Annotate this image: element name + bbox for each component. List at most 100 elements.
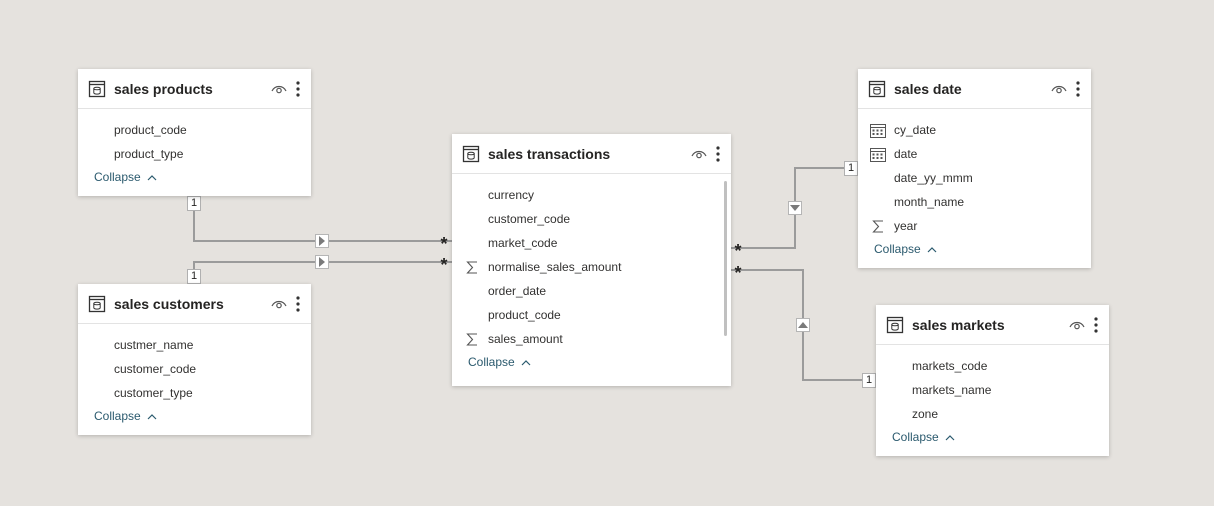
more-options-icon[interactable] bbox=[1089, 316, 1103, 334]
field-name: order_date bbox=[488, 284, 547, 298]
field-name: product_code bbox=[488, 308, 561, 322]
field-name: markets_code bbox=[912, 359, 988, 373]
visibility-eye-icon[interactable] bbox=[270, 295, 288, 313]
more-options-icon[interactable] bbox=[711, 145, 725, 163]
vertical-scrollbar[interactable] bbox=[724, 181, 727, 336]
field-row[interactable]: order_date bbox=[452, 279, 731, 303]
cardinality-one-label: 1 bbox=[862, 373, 876, 388]
collapse-button[interactable]: Collapse bbox=[94, 170, 157, 184]
filter-direction-arrow-right-icon[interactable] bbox=[315, 234, 329, 248]
table-icon bbox=[87, 294, 107, 314]
field-name: custmer_name bbox=[114, 338, 194, 352]
field-name: markets_name bbox=[912, 383, 992, 397]
more-options-icon[interactable] bbox=[291, 295, 305, 313]
more-options-icon[interactable] bbox=[1071, 80, 1085, 98]
table-title: sales markets bbox=[912, 316, 1005, 333]
field-name: date bbox=[894, 147, 918, 161]
field-row[interactable]: customer_type bbox=[78, 381, 311, 405]
cardinality-one-label: 1 bbox=[187, 196, 201, 211]
collapse-label: Collapse bbox=[892, 430, 939, 444]
field-name: customer_code bbox=[488, 212, 571, 226]
field-row[interactable]: markets_code bbox=[876, 354, 1109, 378]
table-title: sales date bbox=[894, 80, 962, 97]
table-icon bbox=[461, 144, 481, 164]
filter-direction-arrow-up-icon[interactable] bbox=[796, 318, 810, 332]
field-name: sales_amount bbox=[488, 332, 563, 346]
table-card-sales-customers[interactable]: sales customers custmer_name customer_code… bbox=[78, 284, 311, 435]
field-name: market_code bbox=[488, 236, 558, 250]
field-row[interactable]: date_yy_mmm bbox=[858, 166, 1091, 190]
more-options-icon[interactable] bbox=[291, 80, 305, 98]
collapse-label: Collapse bbox=[874, 242, 921, 256]
chevron-up-icon bbox=[144, 413, 157, 420]
field-name: currency bbox=[488, 188, 535, 202]
field-row[interactable]: product_code bbox=[78, 118, 311, 142]
chevron-up-icon bbox=[942, 434, 955, 441]
field-name: customer_type bbox=[114, 386, 193, 400]
field-list: custmer_name customer_code customer_type bbox=[78, 324, 311, 405]
cardinality-many-label: * bbox=[734, 264, 742, 276]
field-name: normalise_sales_amount bbox=[488, 260, 622, 274]
sigma-sum-icon bbox=[462, 332, 482, 346]
collapse-button[interactable]: Collapse bbox=[874, 242, 937, 256]
chevron-up-icon bbox=[144, 174, 157, 181]
collapse-label: Collapse bbox=[94, 170, 141, 184]
table-card-header[interactable]: sales transactions bbox=[452, 134, 731, 174]
field-row[interactable]: cy_date bbox=[858, 118, 1091, 142]
sigma-sum-icon bbox=[868, 219, 888, 233]
collapse-label: Collapse bbox=[468, 355, 515, 369]
visibility-eye-icon[interactable] bbox=[1068, 316, 1086, 334]
chevron-up-icon bbox=[518, 359, 531, 366]
field-row[interactable]: month_name bbox=[858, 190, 1091, 214]
table-icon bbox=[867, 79, 887, 99]
visibility-eye-icon[interactable] bbox=[690, 145, 708, 163]
field-row[interactable]: year bbox=[858, 214, 1091, 238]
table-icon bbox=[885, 315, 905, 335]
sigma-sum-icon bbox=[462, 260, 482, 274]
field-row[interactable]: markets_name bbox=[876, 378, 1109, 402]
field-row[interactable]: market_code bbox=[452, 231, 731, 255]
table-card-header[interactable]: sales markets bbox=[876, 305, 1109, 345]
collapse-button[interactable]: Collapse bbox=[892, 430, 955, 444]
field-name: cy_date bbox=[894, 123, 937, 137]
field-row[interactable]: date bbox=[858, 142, 1091, 166]
field-row[interactable]: customer_code bbox=[452, 207, 731, 231]
field-row[interactable]: sales_amount bbox=[452, 327, 731, 351]
table-card-header[interactable]: sales date bbox=[858, 69, 1091, 109]
field-name: customer_code bbox=[114, 362, 197, 376]
calendar-icon bbox=[868, 147, 888, 162]
visibility-eye-icon[interactable] bbox=[1050, 80, 1068, 98]
table-icon bbox=[87, 79, 107, 99]
field-name: product_code bbox=[114, 123, 187, 137]
field-row[interactable]: product_code bbox=[452, 303, 731, 327]
field-row[interactable]: product_type bbox=[78, 142, 311, 166]
collapse-button[interactable]: Collapse bbox=[94, 409, 157, 423]
table-title: sales transactions bbox=[488, 145, 611, 162]
visibility-eye-icon[interactable] bbox=[270, 80, 288, 98]
field-list: product_code product_type bbox=[78, 109, 311, 166]
collapse-button[interactable]: Collapse bbox=[468, 355, 531, 369]
filter-direction-arrow-down-icon[interactable] bbox=[788, 201, 802, 215]
table-card-header[interactable]: sales products bbox=[78, 69, 311, 109]
filter-direction-arrow-right-icon[interactable] bbox=[315, 255, 329, 269]
field-row[interactable]: normalise_sales_amount bbox=[452, 255, 731, 279]
cardinality-one-label: 1 bbox=[187, 269, 201, 284]
field-row[interactable]: zone bbox=[876, 402, 1109, 426]
field-row[interactable]: currency bbox=[452, 183, 731, 207]
field-name: zone bbox=[912, 407, 939, 421]
field-row[interactable]: custmer_name bbox=[78, 333, 311, 357]
table-title: sales customers bbox=[114, 295, 224, 312]
chevron-up-icon bbox=[924, 246, 937, 253]
relationship-line-products-transactions bbox=[193, 210, 452, 242]
cardinality-many-label: * bbox=[440, 235, 448, 247]
field-row[interactable]: customer_code bbox=[78, 357, 311, 381]
table-title: sales products bbox=[114, 80, 213, 97]
table-card-header[interactable]: sales customers bbox=[78, 284, 311, 324]
